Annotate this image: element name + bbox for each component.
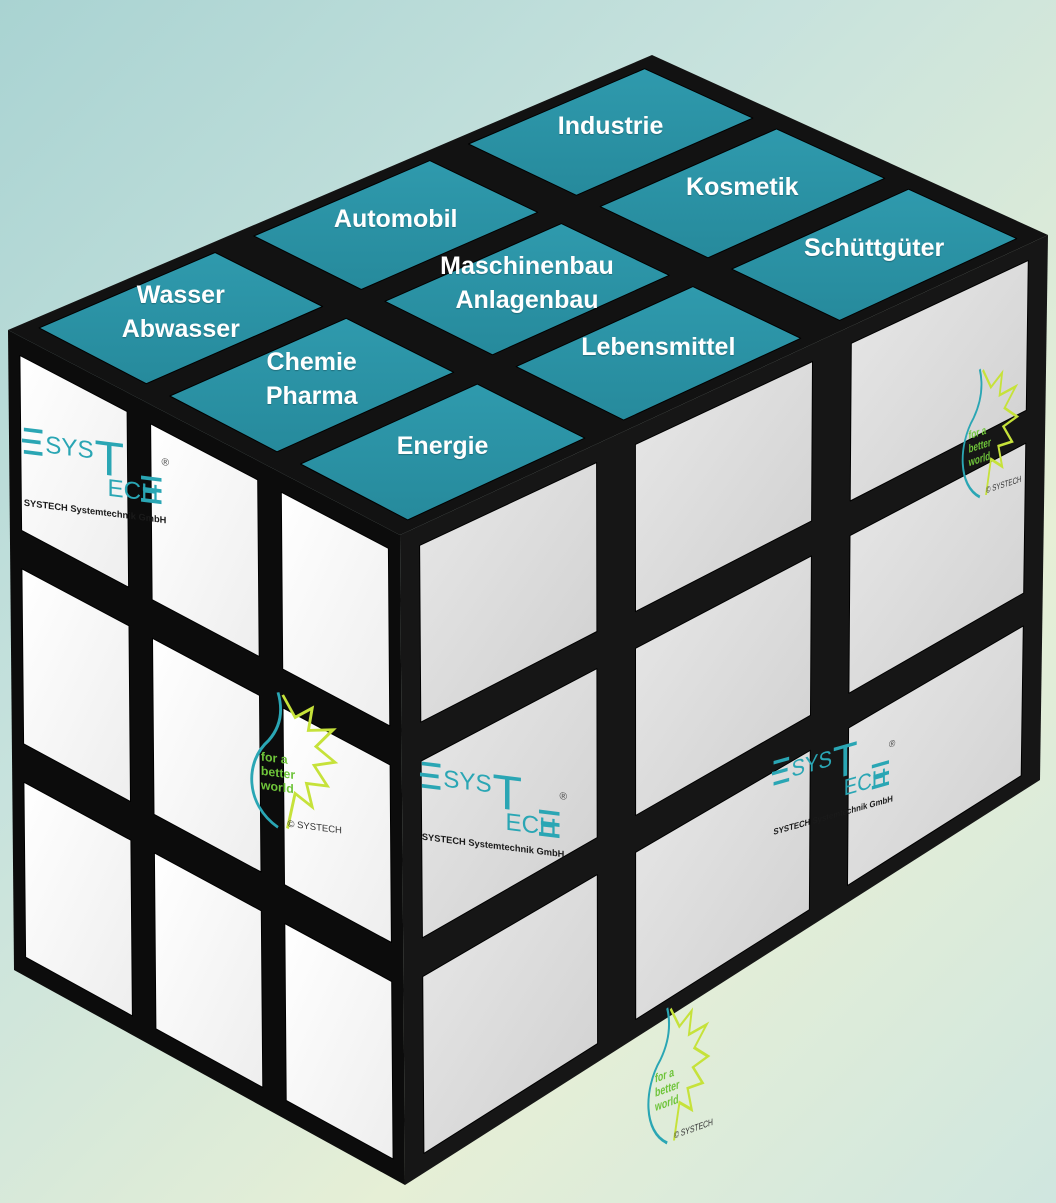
top-face-sticker-1-0 [169,317,455,453]
top-face-stickers [38,68,1018,521]
top-face-sticker-0-1 [253,160,539,290]
sticker-label-wasser-abwasser: Wasser Abwasser [121,280,240,343]
systech-logo-mark-icon [772,756,889,790]
systech-logo-ech: ECH [108,475,159,508]
left-face-sticker-1-0 [21,568,131,803]
sun-burst-icon [982,369,1020,496]
top-face-sticker-0-2 [468,68,754,196]
right-face-sticker-0-0 [419,462,598,723]
world-logo-copyright: © SYSTECH [674,1116,713,1141]
systech-logo-t: T [493,765,523,822]
world-logo-line1: for a [261,750,288,767]
world-logo-line3: world [260,778,294,796]
top-face-sticker-0-0 [38,252,324,385]
flame-icon [647,1007,671,1145]
left-face-sticker-0-0 [19,354,130,588]
left-face-sticker-1-2 [282,707,392,943]
left-face-sticker-0-2 [280,491,391,727]
right-face-sticker-2-0 [422,874,599,1154]
top-face-sticker-2-0 [300,383,586,521]
world-logo-right-bottom: for a better world © SYSTECH [647,1007,713,1145]
systech-logo-registered: ® [889,738,895,750]
right-face-stickers [419,259,1029,1154]
right-face-sticker-1-0 [420,668,598,939]
right-face-sticker-1-2 [848,442,1027,694]
systech-logo-sys: SYS [443,766,491,799]
systech-logo-ech: ECH [506,809,557,842]
left-face-sticker-2-0 [23,781,133,1017]
right-face-sticker-2-1 [635,749,811,1020]
world-logo-line2: better [261,764,295,782]
systech-logo-registered: ® [560,791,568,803]
world-logo-right-top: for a better world © SYSTECH [961,368,1022,499]
systech-logo-mark-icon [22,427,162,505]
sticker-label-maschinenbau-anlagenbau: Maschinenbau Anlagenbau [440,251,614,314]
world-logo-left: for a better world © SYSTECH [250,692,342,836]
left-face-sticker-1-1 [152,637,262,873]
left-face-sticker-2-1 [153,852,264,1088]
systech-logo-registered: ® [162,457,170,469]
top-face-sticker-2-1 [515,286,802,421]
right-face-sticker-2-2 [847,625,1024,886]
left-face-sticker-0-1 [150,423,260,658]
world-logo-line1: for a [969,425,987,443]
sticker-label-kosmetik: Kosmetik [686,172,799,201]
sun-burst-icon [669,1007,711,1141]
systech-logo-t: T [833,732,858,790]
sticker-label-chemie-pharma: Chemie Pharma [265,347,358,410]
sticker-label-industrie: Industrie [557,111,664,140]
systech-logo-sys: SYS [45,432,93,465]
sun-burst-icon [281,694,339,829]
left-face-sticker-2-2 [284,923,394,1160]
top-face-sticker-1-2 [599,128,886,259]
sticker-label-schuettgueter: Schüttgüter [803,234,945,263]
top-face-sticker-1-1 [384,223,670,356]
left-face-stickers [19,354,394,1160]
flame-icon [961,368,983,499]
sticker-label-lebensmittel: Lebensmittel [581,332,736,361]
right-face-sticker-0-1 [634,361,813,613]
systech-logo-t: T [95,431,125,488]
right-face-sticker-0-2 [849,259,1029,502]
systech-logo-mark-icon [420,761,560,839]
flame-icon [250,692,282,829]
sticker-label-automobil: Automobil [333,204,458,233]
right-face-sticker-1-1 [635,555,812,816]
sticker-label-energie: Energie [396,431,489,460]
top-face-sticker-2-2 [731,188,1018,321]
